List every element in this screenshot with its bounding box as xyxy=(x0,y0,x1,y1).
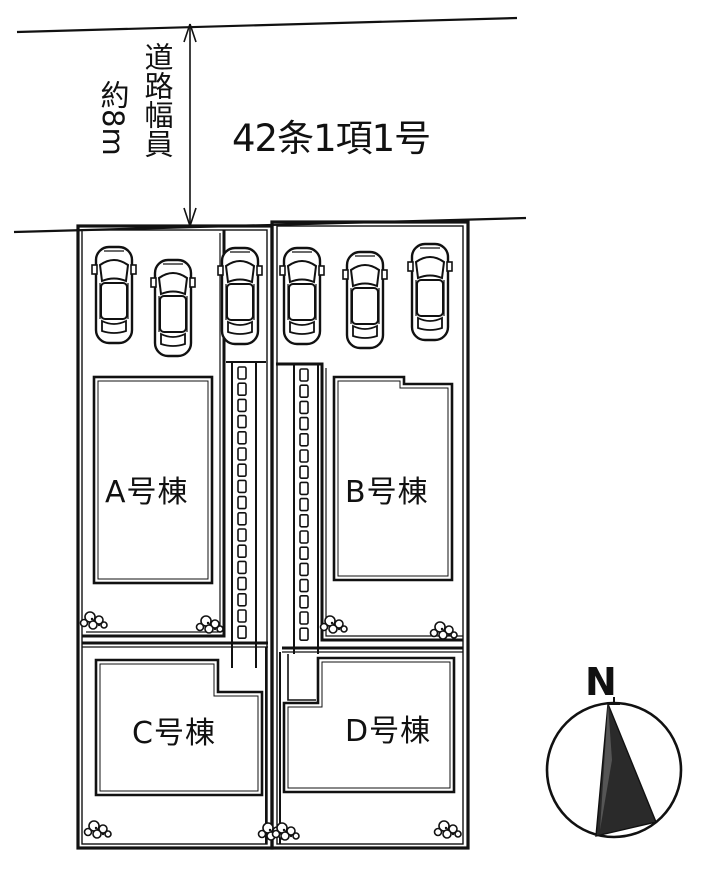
paving-stone xyxy=(299,562,309,577)
paving-stone xyxy=(237,398,247,413)
paving-stone xyxy=(299,578,309,593)
paving-stone xyxy=(299,400,309,415)
paving-stone xyxy=(237,414,247,429)
paving-stone xyxy=(299,384,309,399)
shrub-icon xyxy=(433,820,462,839)
site-boundary xyxy=(76,220,470,850)
paving-stone xyxy=(237,609,247,623)
paving-stone xyxy=(299,416,309,431)
shrub-icon xyxy=(429,621,458,640)
shrub-icon xyxy=(195,615,224,634)
paving-stone xyxy=(299,481,309,496)
road-width-title: 道路幅員 xyxy=(140,42,174,158)
paving-stone xyxy=(237,625,247,640)
paving-stone xyxy=(237,447,247,461)
building-c-label: C号棟 xyxy=(132,716,216,751)
lot-b xyxy=(276,362,463,642)
road-classification-label: 42条1項1号 xyxy=(232,117,431,160)
compass-needle xyxy=(595,703,657,837)
paving-stones xyxy=(237,366,309,642)
paving-stone xyxy=(237,479,247,494)
paving-stone xyxy=(299,594,309,609)
paving-stone xyxy=(237,430,247,445)
road-width-value: 約8m xyxy=(96,80,130,156)
paving-stone xyxy=(299,465,309,480)
driveway-b xyxy=(293,364,319,654)
paving-stone xyxy=(237,495,247,510)
driveway-a xyxy=(226,361,266,668)
paving-stone xyxy=(299,432,309,447)
paving-stone xyxy=(237,576,247,591)
paving-stone xyxy=(237,560,247,575)
building-b-label: B号棟 xyxy=(345,475,429,510)
shrub-icon xyxy=(83,820,112,839)
paving-stone xyxy=(299,611,309,625)
car-icon xyxy=(216,246,264,346)
shrub-icon xyxy=(319,615,348,634)
car-icon xyxy=(149,258,197,358)
lot-c xyxy=(82,641,268,844)
car-icon xyxy=(90,245,138,345)
paving-stone xyxy=(237,463,247,478)
paving-stone xyxy=(299,627,309,642)
paving-stone xyxy=(299,530,309,544)
lot-d xyxy=(279,646,463,844)
car-icon xyxy=(406,242,454,342)
paving-stone xyxy=(237,511,247,526)
paving-stone xyxy=(299,449,309,463)
shrub-icon xyxy=(79,611,108,630)
paving-stone xyxy=(299,368,309,382)
building-a-label: A号棟 xyxy=(105,475,189,510)
paving-stone xyxy=(299,497,309,512)
paving-stone xyxy=(299,513,309,528)
paving-stone xyxy=(237,366,247,380)
paving-stone xyxy=(299,546,309,561)
car-icon xyxy=(278,246,326,346)
paving-stone xyxy=(237,382,247,397)
car-icon xyxy=(341,250,389,350)
paving-stone xyxy=(237,528,247,542)
paving-stone xyxy=(237,544,247,559)
building-d-label: D号棟 xyxy=(345,714,432,749)
road-width-label: 道路幅員 約8m xyxy=(96,40,178,215)
north-label: N xyxy=(585,660,617,704)
paving-stone xyxy=(237,592,247,607)
north-compass xyxy=(545,697,683,839)
